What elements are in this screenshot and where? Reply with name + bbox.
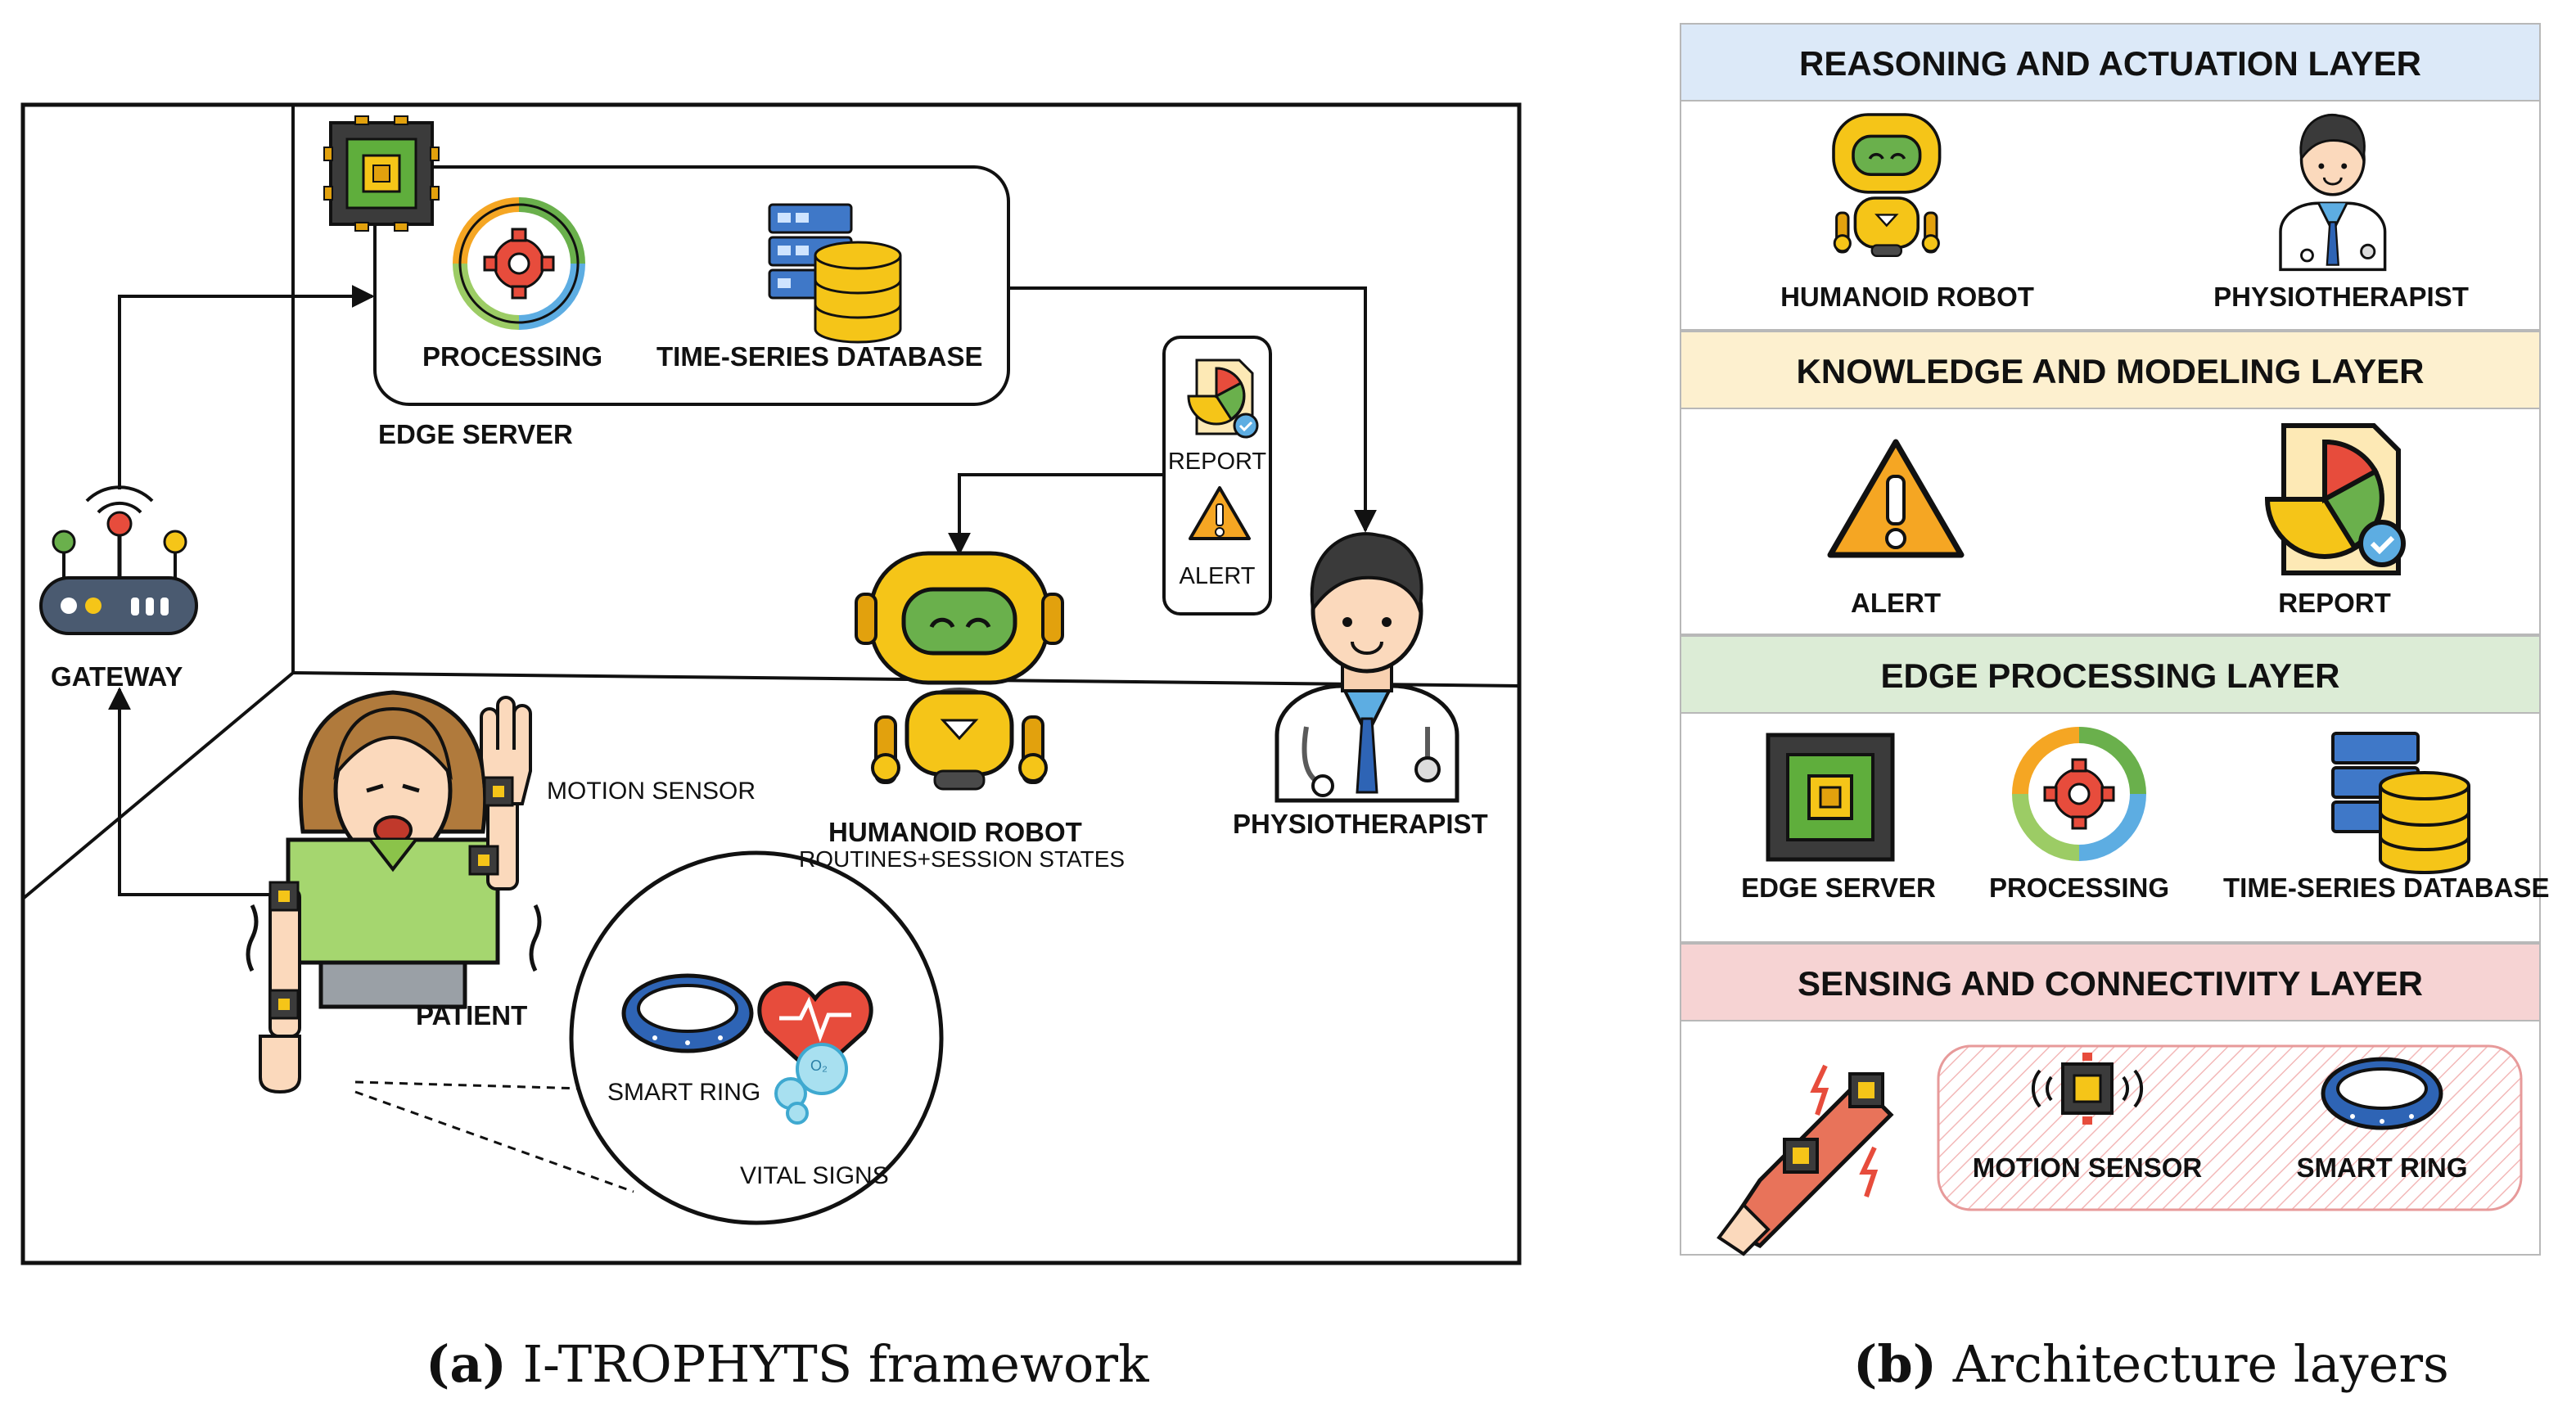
report-icon	[1187, 359, 1259, 439]
label-humanoid-robot: HUMANOID ROBOT	[828, 817, 1082, 847]
layer-edge-header: EDGE PROCESSING LAYER	[1680, 635, 2541, 714]
label-database: TIME-SERIES DATABASE	[656, 341, 983, 372]
b-label-alert: ALERT	[1851, 588, 1941, 618]
gateway-to-server-arrow	[118, 285, 375, 489]
server-to-physio-arrow	[1008, 286, 1377, 533]
patient-to-gateway-arrow	[108, 687, 288, 896]
b-label-database: TIME-SERIES DATABASE	[2223, 873, 2550, 903]
b-label-report: REPORT	[2278, 588, 2391, 618]
motion-sensor-icon	[2031, 1053, 2144, 1125]
smart-ring-icon	[2321, 1057, 2443, 1130]
physiotherapist-icon	[2279, 113, 2387, 272]
label-patient: PATIENT	[416, 1000, 528, 1030]
report-icon	[2264, 423, 2406, 575]
robot-icon	[855, 551, 1064, 791]
b-label-edge-server: EDGE SERVER	[1741, 873, 1936, 903]
zoom-circle	[569, 850, 944, 1225]
b-label-robot: HUMANOID ROBOT	[1780, 282, 2034, 312]
b-label-motion-sensor: MOTION SENSOR	[1972, 1152, 2203, 1183]
label-processing: PROCESSING	[422, 341, 603, 372]
panel-a-diagram	[20, 102, 1522, 1265]
label-edge-server: EDGE SERVER	[378, 419, 573, 449]
b-label-processing: PROCESSING	[1988, 873, 2170, 903]
b-label-physio: PHYSIOTHERAPIST	[2213, 282, 2469, 312]
alert-icon	[1827, 439, 1965, 558]
layer-knowledge-header: KNOWLEDGE AND MODELING LAYER	[1680, 331, 2541, 409]
layer-reasoning-header: REASONING AND ACTUATION LAYER	[1680, 23, 2541, 101]
panel-b-icons	[1717, 113, 2523, 1256]
processing-icon	[453, 197, 585, 330]
label-motion-sensor: MOTION SENSOR	[547, 778, 756, 805]
chip-icon	[1766, 733, 1895, 862]
layer-reasoning-body	[1680, 101, 2541, 331]
label-smart-ring: SMART RING	[607, 1079, 761, 1106]
alert-icon	[1189, 486, 1251, 540]
layer-sensing-header: SENSING AND CONNECTIVITY LAYER	[1680, 943, 2541, 1021]
robot-icon	[1832, 113, 1942, 258]
oxygen-icon	[774, 1043, 848, 1125]
patient-icon	[246, 690, 542, 1094]
label-gateway: GATEWAY	[51, 661, 183, 692]
processing-icon	[2012, 727, 2146, 861]
database-icon	[2331, 732, 2470, 874]
label-physiotherapist: PHYSIOTHERAPIST	[1233, 809, 1488, 839]
label-o2: O₂	[810, 1057, 828, 1074]
router-icon	[39, 485, 198, 635]
wearables-box	[1937, 1044, 2523, 1211]
b-label-smart-ring: SMART RING	[2296, 1152, 2468, 1183]
database-icon	[768, 203, 902, 344]
caption-b: (b) Architecture layers	[1853, 1334, 2449, 1394]
motion-sensor-chip	[268, 776, 514, 1020]
arm-sensors-icon	[1717, 1064, 1894, 1256]
label-vital-signs: VITAL SIGNS	[740, 1162, 889, 1189]
label-report: REPORT	[1166, 449, 1268, 476]
room-frame	[20, 102, 1522, 1265]
physiotherapist-icon	[1274, 532, 1459, 803]
caption-a: (a) I-TROPHYTS framework	[426, 1334, 1149, 1394]
edge-server-box	[373, 165, 1010, 406]
chip-icon	[323, 115, 440, 232]
report-to-robot-arrow	[948, 473, 1164, 556]
smart-ring-icon	[621, 973, 754, 1053]
label-robot-sub: ROUTINES+SESSION STATES	[799, 846, 1126, 872]
label-alert: ALERT	[1179, 563, 1256, 589]
